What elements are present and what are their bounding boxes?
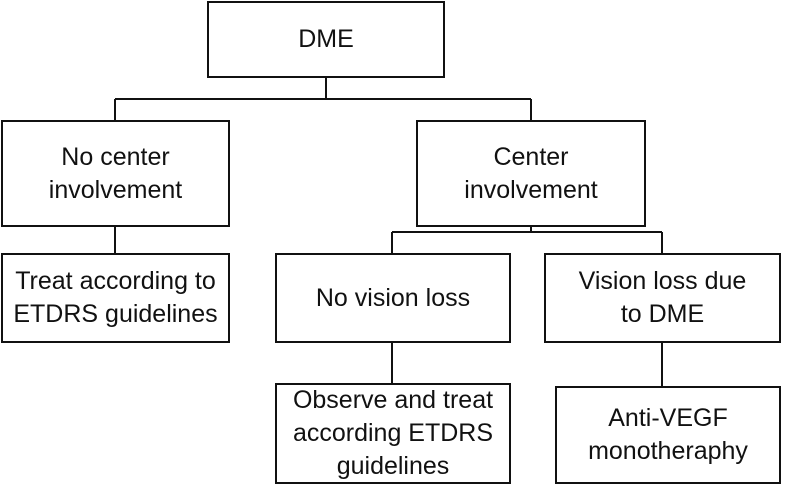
node-observe-and-treat: Observe and treat according ETDRS guidel… [275, 383, 511, 484]
node-dme: DME [207, 1, 445, 78]
node-center-involvement: Center involvement [416, 120, 646, 227]
node-no-center-involvement: No center involvement [1, 120, 230, 227]
node-no-vision-loss: No vision loss [275, 253, 511, 343]
node-vision-loss-due-to-dme: Vision loss due to DME [544, 253, 781, 343]
node-anti-vegf-monotheraphy: Anti-VEGF monotheraphy [555, 386, 781, 484]
node-treat-etdrs-guidelines: Treat according to ETDRS guidelines [1, 253, 230, 343]
